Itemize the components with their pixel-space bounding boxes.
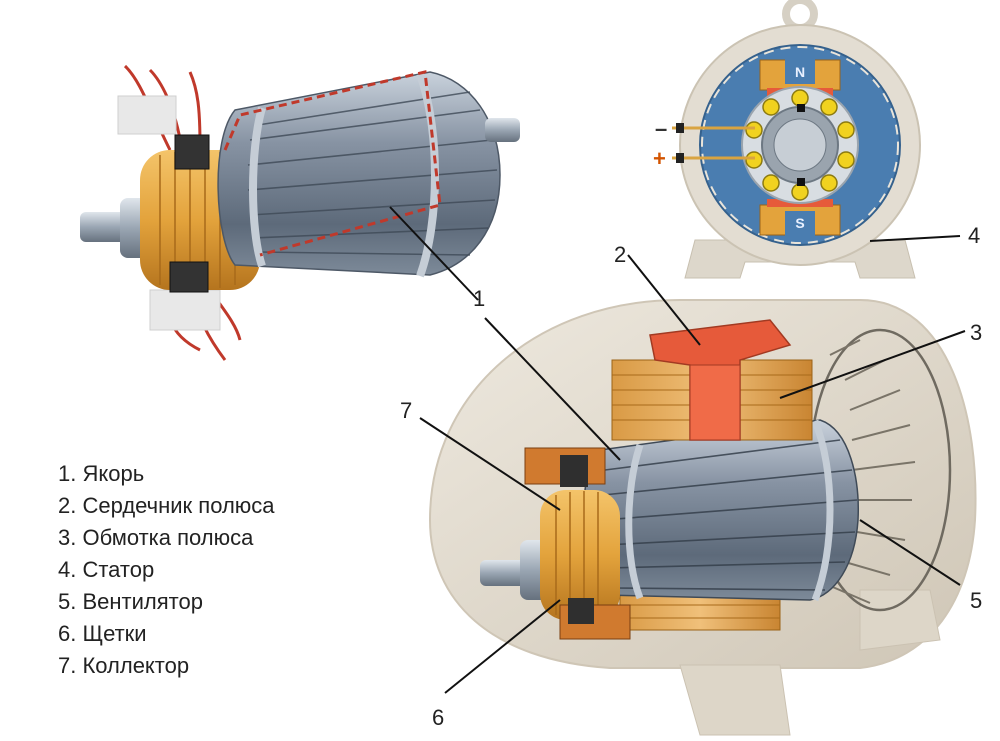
legend-item: 2. Сердечник полюса — [58, 493, 275, 518]
stator-cross-section: N S – + — [653, 0, 921, 279]
legend-item: 3. Обмотка полюса — [58, 525, 254, 550]
motor-foot — [679, 664, 791, 736]
ventilator-blades — [827, 339, 916, 604]
motor-commutator — [540, 490, 620, 620]
assembled-motor — [428, 299, 977, 736]
brush — [174, 134, 210, 170]
brush-holder — [117, 95, 177, 135]
legend-item: 6. Щетки — [58, 621, 147, 646]
terminal-plus: + — [653, 146, 666, 171]
brush-holder — [149, 289, 221, 331]
callout-5: 5 — [970, 588, 983, 613]
callout-1: 1 — [473, 286, 486, 311]
brush-wire — [188, 71, 202, 146]
armature-band — [249, 106, 266, 268]
legend-item: 5. Вентилятор — [58, 589, 203, 614]
callout-7: 7 — [400, 398, 413, 423]
north-pole-label: N — [795, 64, 805, 80]
motor-foot — [859, 589, 941, 651]
legend-item: 1. Якорь — [58, 461, 145, 486]
armature-slots — [745, 89, 855, 201]
south-pole-label: S — [795, 215, 804, 231]
shaft-end — [485, 118, 520, 142]
legend-item: 7. Коллектор — [58, 653, 190, 678]
callout-6: 6 — [432, 705, 445, 730]
terminal-minus: – — [655, 116, 667, 141]
armature-winding-outline — [223, 70, 442, 257]
callout-3: 3 — [970, 320, 983, 345]
brush — [169, 261, 209, 293]
callout-2: 2 — [614, 242, 627, 267]
parts-legend: 1. Якорь 2. Сердечник полюса 3. Обмотка … — [58, 458, 275, 682]
leader-lines — [389, 206, 966, 694]
callout-4: 4 — [968, 223, 981, 248]
legend-item: 4. Статор — [58, 557, 155, 582]
lifting-eye — [782, 0, 818, 32]
armature-illustration — [80, 64, 520, 361]
